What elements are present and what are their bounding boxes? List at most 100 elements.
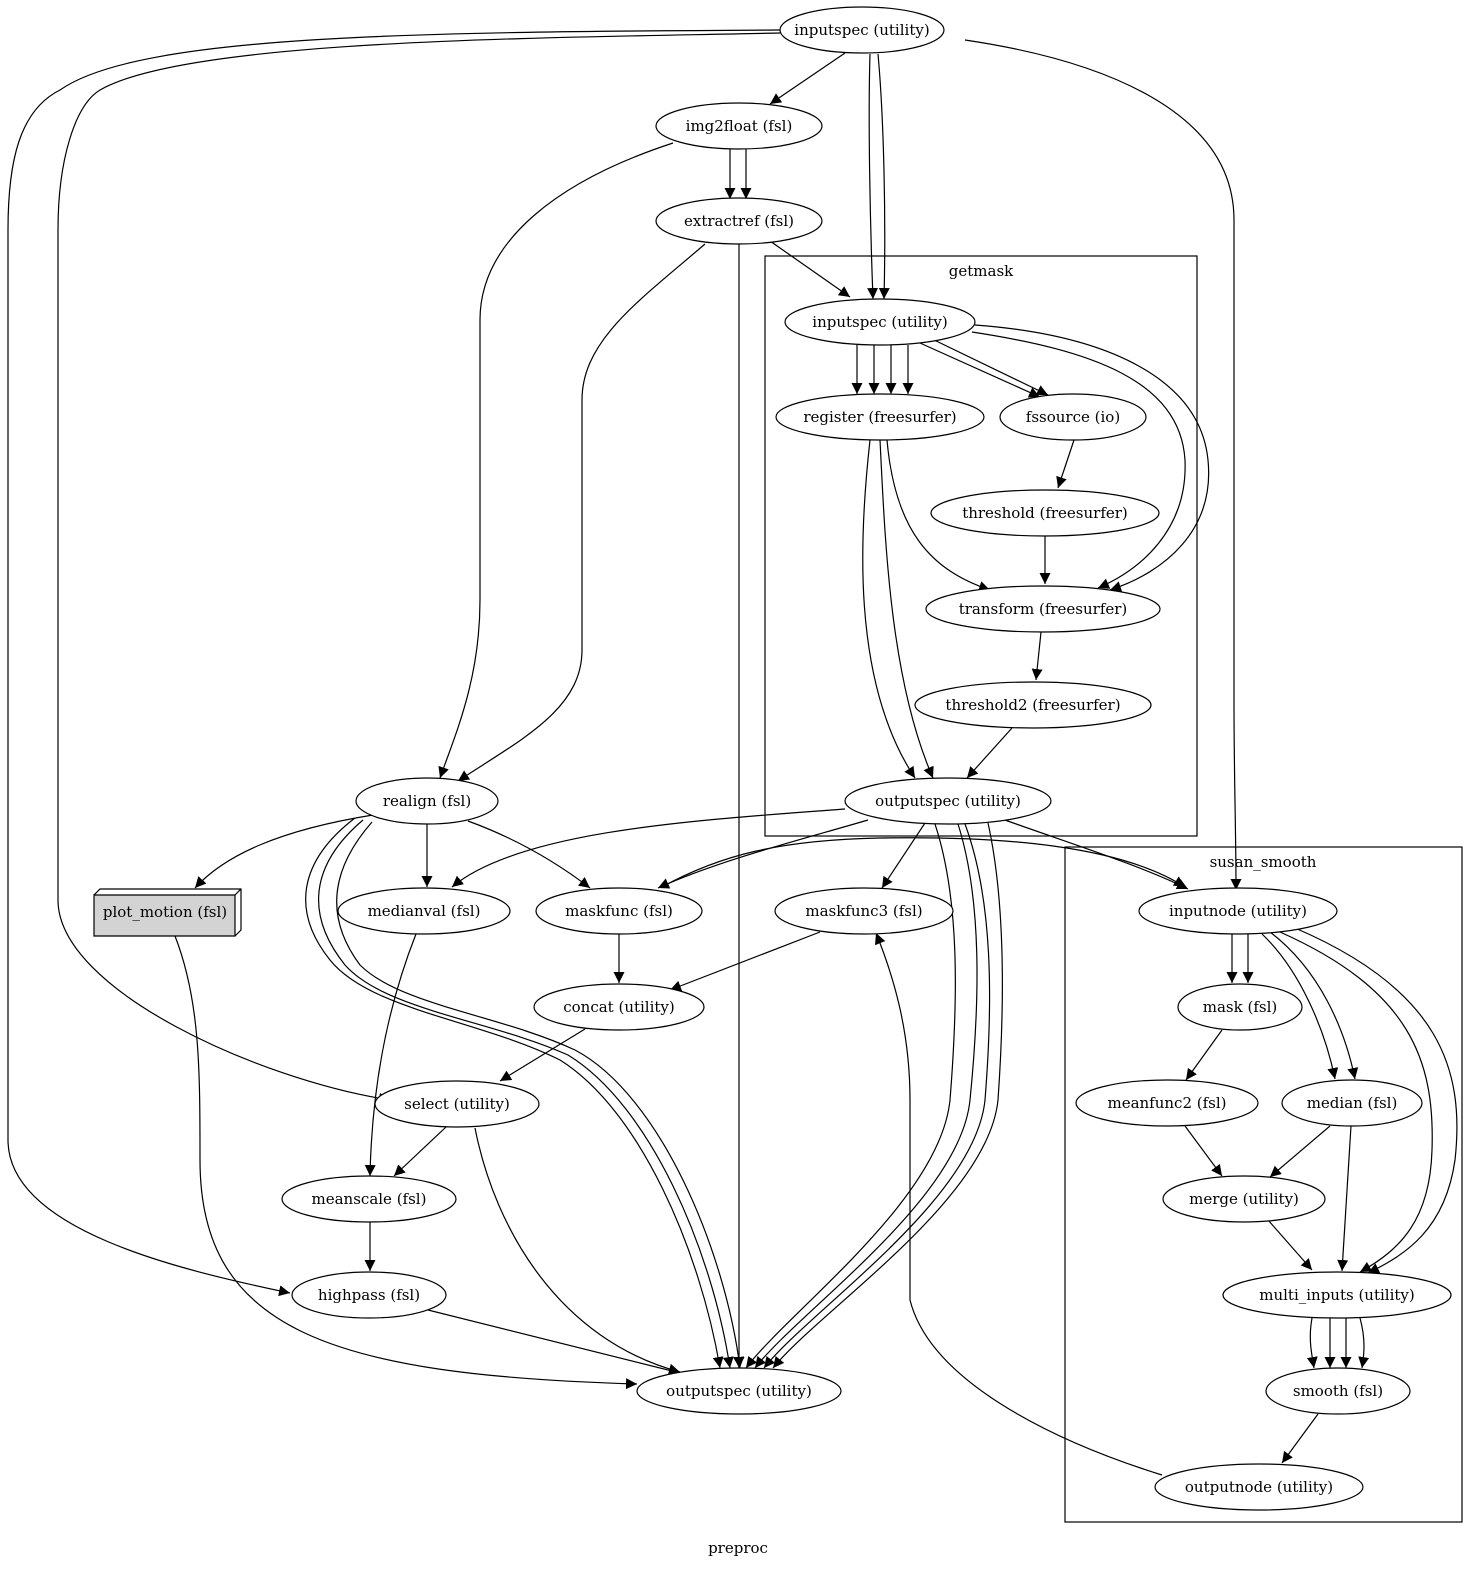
node-susan-meanfunc2[interactable]: meanfunc2 (fsl): [1075, 1079, 1259, 1127]
node-maskfunc[interactable]: maskfunc (fsl): [535, 887, 703, 935]
node-meanscale-label: meanscale (fsl): [312, 1190, 427, 1208]
node-meanscale-shape: [281, 1175, 457, 1223]
node-highpass-shape: [291, 1271, 447, 1319]
node-threshold2[interactable]: threshold2 (freesurfer): [914, 681, 1152, 729]
node-getmask-outputspec[interactable]: outputspec (utility): [844, 777, 1052, 825]
node-maskfunc3-label: maskfunc3 (fsl): [805, 902, 922, 920]
node-susan-median[interactable]: median (fsl): [1281, 1079, 1423, 1127]
edge-register-to-gm-outputspec: [862, 439, 916, 779]
node-highpass[interactable]: highpass (fsl): [291, 1271, 447, 1319]
edge-realign-to-outputspec: [305, 817, 724, 1369]
node-medianval-shape: [337, 887, 511, 935]
edge-realign-to-outputspec: [336, 821, 745, 1369]
edge-inputnode-to-multi-inputs: [1279, 931, 1433, 1273]
edge-inputnode-to-multi-inputs: [1294, 927, 1458, 1274]
edge-realign-to-maskfunc: [467, 820, 591, 889]
edge-gm-outputspec-to-outputspec: [772, 822, 1003, 1369]
node-register[interactable]: register (freesurfer): [775, 393, 985, 441]
node-realign[interactable]: realign (fsl): [355, 777, 499, 825]
node-getmask-outputspec-label: outputspec (utility): [875, 792, 1021, 810]
node-fssource-label: fssource (io): [1026, 408, 1120, 426]
node-register-shape: [775, 393, 985, 441]
node-susan-smooth[interactable]: smooth (fsl): [1265, 1367, 1411, 1415]
node-outputspec[interactable]: outputspec (utility): [636, 1367, 842, 1415]
node-maskfunc-shape: [535, 887, 703, 935]
edge-plot-motion-to-outputspec: [174, 935, 638, 1390]
node-inputspec[interactable]: inputspec (utility): [779, 6, 945, 54]
node-register-label: register (freesurfer): [803, 408, 956, 426]
node-susan-median-shape: [1281, 1079, 1423, 1127]
edge-inputspec-to-select: [57, 32, 781, 1104]
node-susan-inputnode-label: inputnode (utility): [1169, 902, 1307, 920]
node-susan-merge-shape: [1162, 1175, 1326, 1223]
node-select[interactable]: select (utility): [374, 1080, 540, 1128]
edge-select-to-meanscale: [393, 1126, 447, 1177]
node-maskfunc3[interactable]: maskfunc3 (fsl): [774, 887, 954, 935]
node-susan-inputnode-shape: [1138, 887, 1338, 935]
edge-realign-to-outputspec: [318, 819, 734, 1369]
node-susan-merge[interactable]: merge (utility): [1162, 1175, 1326, 1223]
node-fssource[interactable]: fssource (io): [999, 393, 1147, 441]
node-outputspec-label: outputspec (utility): [666, 1382, 812, 1400]
edge-transform-to-threshold2: [1031, 631, 1043, 681]
node-concat-label: concat (utility): [563, 998, 675, 1016]
edges: [7, 29, 1458, 1476]
node-susan-meanfunc2-label: meanfunc2 (fsl): [1107, 1094, 1226, 1112]
nodes: inputspec (utility) img2float (fsl) extr…: [93, 6, 1452, 1511]
node-img2float[interactable]: img2float (fsl): [655, 102, 823, 150]
edge-fssource-to-threshold: [1056, 439, 1075, 489]
node-susan-multi-inputs[interactable]: multi_inputs (utility): [1222, 1271, 1452, 1319]
edge-concat-to-select: [499, 1028, 586, 1082]
node-inputspec-shape: [779, 6, 945, 54]
edge-extractref-to-realign: [457, 243, 706, 782]
node-susan-smooth-label: smooth (fsl): [1293, 1382, 1383, 1400]
edge-inputspec-to-img2float: [769, 52, 846, 105]
edge-merge-to-multi-inputs: [1267, 1219, 1313, 1271]
node-select-label: select (utility): [404, 1095, 510, 1113]
node-img2float-shape: [655, 102, 823, 150]
edge-multi-inputs-to-smooth: [1358, 1317, 1370, 1369]
edge-mask-to-meanfunc2: [1185, 1029, 1223, 1081]
node-transform-shape: [925, 585, 1161, 633]
edge-gm-inputspec-to-fssource: [929, 337, 1049, 396]
node-susan-multi-inputs-shape: [1222, 1271, 1452, 1319]
node-getmask-inputspec[interactable]: inputspec (utility): [784, 298, 976, 346]
node-plot-motion-label: plot_motion (fsl): [103, 903, 227, 921]
node-susan-inputnode[interactable]: inputnode (utility): [1138, 887, 1338, 935]
node-realign-label: realign (fsl): [383, 792, 471, 810]
edge-inputspec-to-getmask-inputspec: [877, 53, 890, 300]
node-maskfunc-label: maskfunc (fsl): [565, 902, 673, 920]
edge-threshold2-to-gm-outputspec: [966, 727, 1013, 779]
edge-multi-inputs-to-smooth: [1306, 1317, 1318, 1369]
cluster-getmask-box: [764, 255, 1198, 837]
node-highpass-label: highpass (fsl): [318, 1286, 420, 1304]
node-getmask-outputspec-shape: [844, 777, 1052, 825]
node-threshold[interactable]: threshold (freesurfer): [930, 489, 1160, 537]
node-plot-motion[interactable]: plot_motion (fsl): [93, 888, 242, 937]
cluster-getmask-label: getmask: [949, 262, 1014, 280]
node-extractref[interactable]: extractref (fsl): [655, 197, 823, 245]
edge-median-to-merge: [1269, 1125, 1331, 1178]
node-susan-median-label: median (fsl): [1307, 1094, 1398, 1112]
edge-gm-outputspec-to-inputnode: [1004, 819, 1189, 890]
edge-img2float-to-realign: [438, 142, 674, 779]
node-inputspec-label: inputspec (utility): [794, 21, 929, 39]
edge-inputnode-to-median: [1261, 933, 1339, 1080]
node-susan-mask-shape: [1177, 983, 1303, 1031]
node-susan-meanfunc2-shape: [1075, 1079, 1259, 1127]
node-threshold2-shape: [914, 681, 1152, 729]
node-susan-outputnode[interactable]: outputnode (utility): [1154, 1463, 1364, 1511]
node-outputspec-shape: [636, 1367, 842, 1415]
node-getmask-inputspec-shape: [784, 298, 976, 346]
node-concat[interactable]: concat (utility): [533, 983, 705, 1031]
node-transform[interactable]: transform (freesurfer): [925, 585, 1161, 633]
node-susan-merge-label: merge (utility): [1189, 1190, 1299, 1208]
cluster-susan-smooth-label: susan_smooth: [1210, 853, 1317, 871]
node-meanscale[interactable]: meanscale (fsl): [281, 1175, 457, 1223]
node-threshold-label: threshold (freesurfer): [962, 504, 1128, 522]
node-susan-smooth-shape: [1265, 1367, 1411, 1415]
node-susan-mask[interactable]: mask (fsl): [1177, 983, 1303, 1031]
edge-gm-outputspec-to-outputspec: [754, 823, 978, 1369]
node-medianval[interactable]: medianval (fsl): [337, 887, 511, 935]
